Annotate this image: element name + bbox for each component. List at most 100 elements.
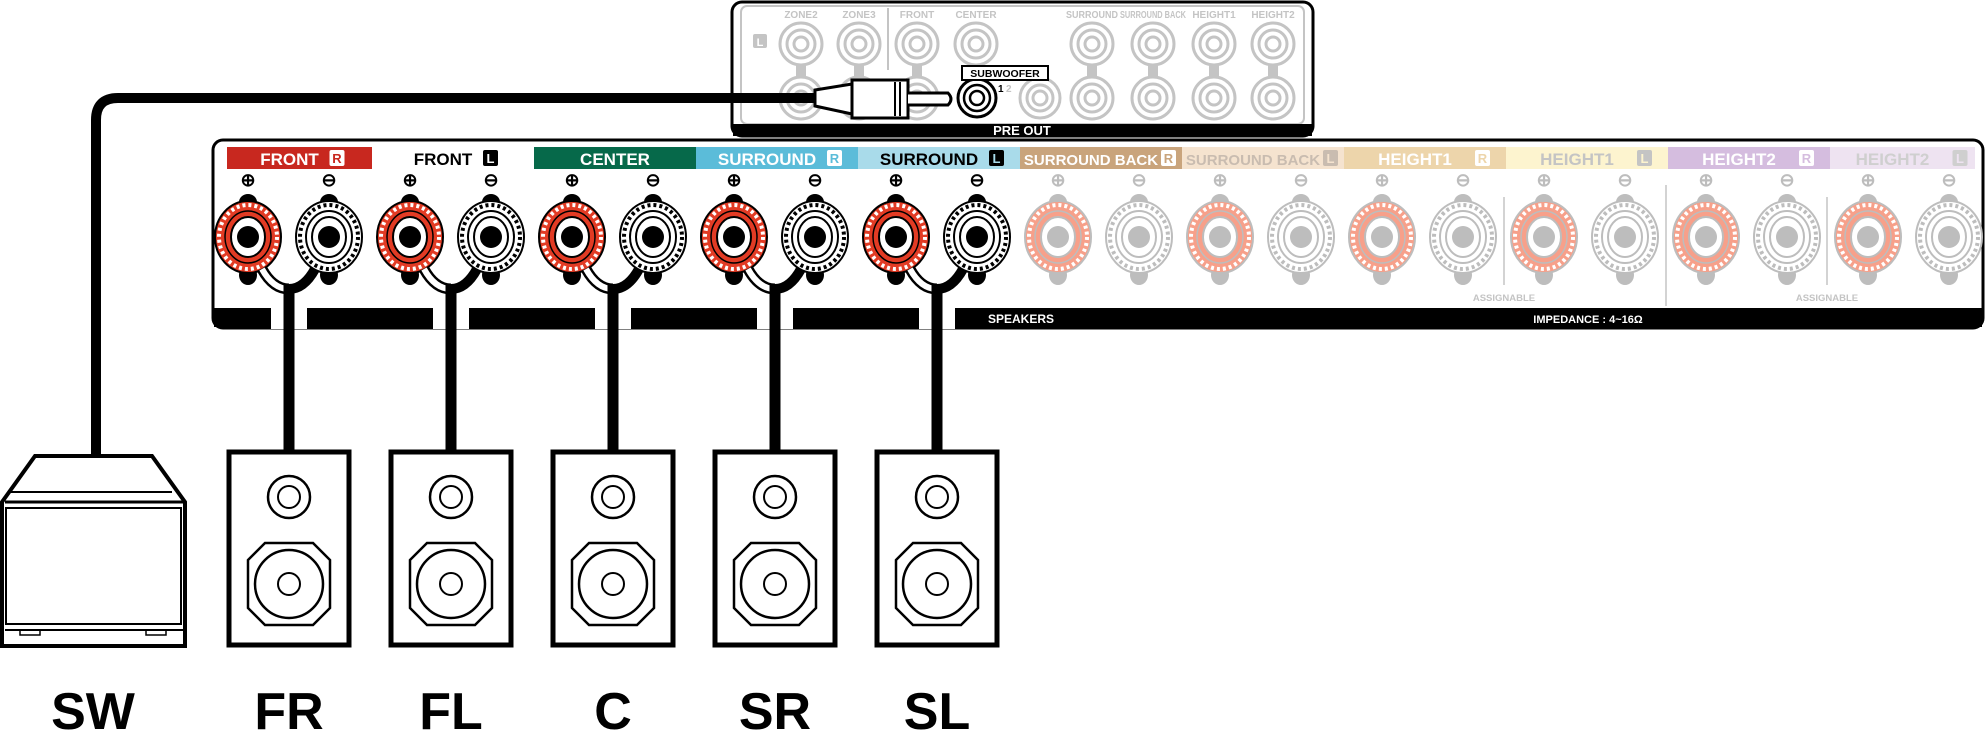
channel-label-bg <box>1182 147 1344 169</box>
jack-link <box>1148 60 1158 76</box>
terminal-hole <box>318 226 340 248</box>
terminal-knurl <box>1837 203 1899 271</box>
pre-out-jack-bottom-ring <box>1257 82 1289 114</box>
speakers-title: SPEAKERS <box>988 312 1054 326</box>
subwoofer-jack-1-pin <box>968 89 986 107</box>
pre-out-jack-top-pin <box>967 35 985 53</box>
channel-label: FRONT <box>260 150 319 169</box>
pre-out-jack-top-ring <box>1137 28 1169 60</box>
terminal-knurl <box>217 203 279 271</box>
minus-symbol: ⊖ <box>1293 170 1308 190</box>
subwoofer-cable <box>91 93 820 455</box>
terminal-knurl <box>865 203 927 271</box>
plus-symbol: ⊕ <box>888 170 903 190</box>
speaker-c: C <box>550 449 676 741</box>
plus-symbol: ⊕ <box>1860 170 1875 190</box>
speaker-fr: FR <box>226 449 352 741</box>
speaker-label: C <box>594 683 632 741</box>
channel-center: CENTER⊕⊖ <box>534 147 696 452</box>
terminal-hole <box>885 226 907 248</box>
channel-label-bg <box>1668 147 1830 169</box>
terminal-knurl <box>379 203 441 271</box>
terminal-knurl <box>298 203 360 271</box>
channel-side-box <box>1637 150 1652 166</box>
woofer-cone-icon <box>253 548 325 620</box>
pre-out-jack-bottom-pin <box>1205 89 1223 107</box>
speaker-label: SW <box>51 683 136 741</box>
woofer-cone-icon <box>739 548 811 620</box>
pre-out-jack-bottom-pin <box>1264 89 1282 107</box>
terminal-hole <box>237 226 259 248</box>
terminal-hole <box>1695 226 1717 248</box>
pre-out-jack-label: ZONE3 <box>842 10 876 21</box>
terminal-hole <box>1128 226 1150 248</box>
plus-symbol: ⊕ <box>1212 170 1227 190</box>
jack-link <box>1087 60 1097 76</box>
channel-side: L <box>1327 151 1335 166</box>
tweeter-icon <box>266 474 312 520</box>
subwoofer-jack-2-ring <box>1025 83 1055 113</box>
left-marker-box <box>753 34 767 48</box>
negative-terminal <box>1267 194 1335 285</box>
subwoofer-foot <box>19 629 41 636</box>
channel-side: R <box>830 151 840 166</box>
terminal-hole <box>723 226 745 248</box>
channel-side-box <box>483 150 498 166</box>
speaker-label: FL <box>419 683 483 741</box>
pre-out-jack-top-ring <box>1076 28 1108 60</box>
minus-symbol: ⊖ <box>483 170 498 190</box>
negative-terminal <box>457 194 525 285</box>
woofer-dustcap <box>277 572 301 596</box>
pre-out-jack-label: CENTER <box>955 10 997 21</box>
negative-terminal <box>1429 194 1497 285</box>
terminal-knurl <box>1108 203 1170 271</box>
pre-out-jack-top-pin <box>850 35 868 53</box>
woofer-dustcap <box>925 572 949 596</box>
terminal-knurl <box>1513 203 1575 271</box>
woofer-frame <box>246 541 332 627</box>
speaker-cabinet <box>388 449 514 648</box>
plus-symbol: ⊕ <box>564 170 579 190</box>
plus-symbol: ⊕ <box>726 170 741 190</box>
plus-symbol: ⊕ <box>1374 170 1389 190</box>
channel-label: HEIGHT2 <box>1856 150 1930 169</box>
pre-out-jack-label: SURROUND <box>1066 10 1118 21</box>
terminal-knurl <box>1918 203 1980 271</box>
pre-out-jack-bottom-ring <box>1137 82 1169 114</box>
speaker-label: SR <box>739 683 811 741</box>
pre-out-jack-bottom-pin <box>1144 89 1162 107</box>
speaker-cabinet <box>874 449 1000 648</box>
speaker-panel-bar <box>214 308 1982 327</box>
pre-out-jack-label: FRONT <box>900 10 934 21</box>
terminal-hole <box>1452 226 1474 248</box>
pre-out-jack-top-pin <box>792 35 810 53</box>
positive-terminal <box>214 194 282 285</box>
pre-out-jack-top-ring <box>1198 28 1230 60</box>
pre-out-jack-top-ring <box>843 28 875 60</box>
channel-label: HEIGHT1 <box>1540 150 1614 169</box>
channel-label: SURROUND <box>880 150 978 169</box>
channel-label: SURROUND BACK <box>1024 152 1158 169</box>
terminal-knurl <box>1756 203 1818 271</box>
channel-side: L <box>1641 151 1649 166</box>
woofer-cone-icon <box>577 548 649 620</box>
pre-out-jack-top-pin <box>908 35 926 53</box>
positive-terminal <box>1186 194 1254 285</box>
woofer-frame <box>570 541 656 627</box>
positive-terminal <box>1348 194 1416 285</box>
jack-link <box>1209 60 1219 76</box>
woofer-frame <box>894 541 980 627</box>
tweeter-icon <box>914 474 960 520</box>
channel-label-bg <box>534 147 696 169</box>
terminal-hole <box>1533 226 1555 248</box>
channel-side: R <box>1164 151 1174 166</box>
pre-out-jack-top-ring <box>1257 28 1289 60</box>
speaker-label: SL <box>904 683 970 741</box>
pre-out-jack-top-ring <box>960 28 992 60</box>
speaker-fl: FL <box>388 449 514 741</box>
